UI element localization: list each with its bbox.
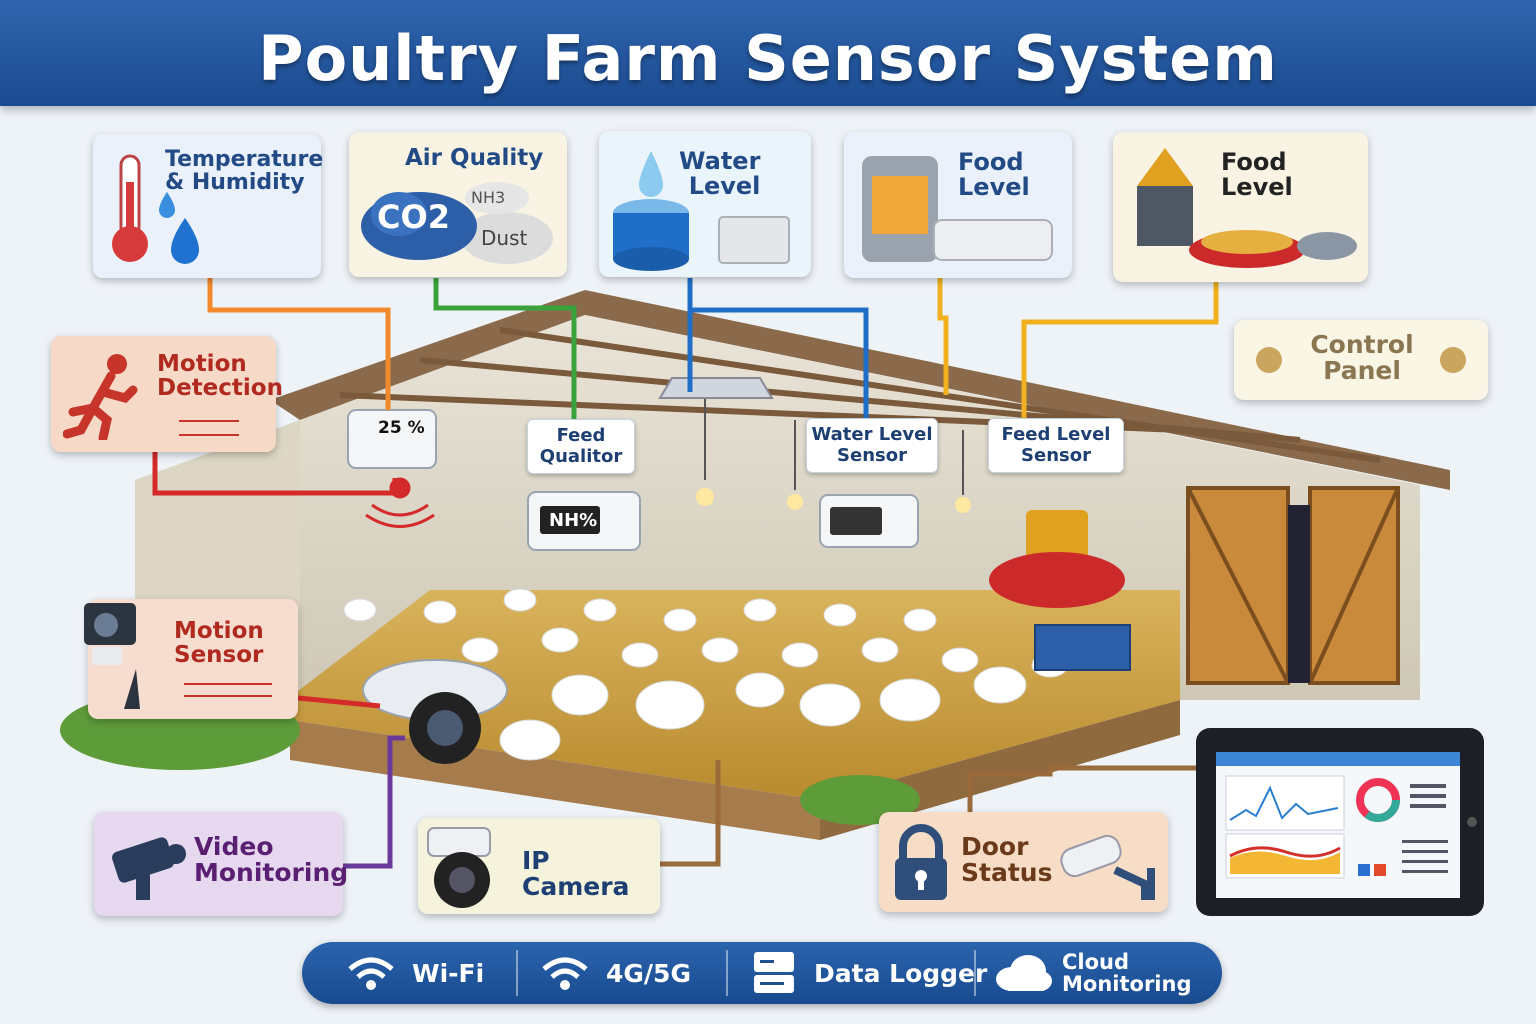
water-line-2 xyxy=(690,307,869,418)
connectivity-cellular[interactable]: 4G/5G xyxy=(540,942,691,1004)
co2-badge: CO2 xyxy=(377,198,450,236)
cloud-label: Cloud Monitoring xyxy=(1062,949,1192,996)
feeder-device xyxy=(989,510,1131,671)
ceiling-lamps xyxy=(658,377,971,513)
card-food2-label: Food Level xyxy=(1221,148,1293,202)
title-bar xyxy=(0,0,1536,106)
video-monitoring-label: Video Monitoring xyxy=(194,832,349,888)
tag-feed-quality: Feed Qualitor xyxy=(527,419,635,475)
card-video-monitoring: Video Monitoring xyxy=(94,812,348,916)
card-temperature-label: Temperature & Humidity xyxy=(165,147,324,196)
thermometer-icon xyxy=(112,154,199,264)
control-panel-label: Control Panel xyxy=(1310,330,1414,386)
control-panel-card[interactable]: Control Panel xyxy=(1234,320,1488,400)
security-camera-icon xyxy=(84,603,140,709)
temp-line xyxy=(207,278,391,410)
signal-lines-icon xyxy=(179,420,239,436)
card-temperature-humidity: Temperature & Humidity xyxy=(93,134,324,278)
cloud-co2-icon xyxy=(361,182,553,264)
card-ip-camera: IP Camera xyxy=(418,818,660,914)
logger-label: Data Logger xyxy=(814,958,988,988)
card-door-status: Door Status xyxy=(879,812,1168,912)
thermo-device xyxy=(347,409,437,469)
connectivity-cloud[interactable]: Cloud Monitoring xyxy=(992,942,1191,1004)
motion-sensor-label: Motion Sensor xyxy=(174,618,264,669)
barn-scene xyxy=(60,278,1450,869)
ip-camera-label: IP Camera xyxy=(522,846,630,902)
wifi-label: Wi-Fi xyxy=(412,958,485,988)
indicator-right-icon xyxy=(1440,347,1466,373)
food-line xyxy=(937,278,949,395)
lock-icon xyxy=(895,824,947,900)
running-person-icon xyxy=(63,354,138,440)
separator xyxy=(974,950,976,996)
tag-water-level-sensor: Water Level Sensor xyxy=(806,418,938,474)
motion-sensor-line xyxy=(297,695,381,709)
thermo-readout: 25 % xyxy=(378,418,425,438)
motion-detection-label: Motion Detection xyxy=(157,351,283,402)
tag-feed-level-sensor: Feed Level Sensor xyxy=(988,418,1124,474)
dome-camera xyxy=(362,659,508,764)
connection-lines xyxy=(152,278,1219,869)
cloud-icon xyxy=(996,955,1052,991)
ipcam-line xyxy=(660,760,721,867)
card-food1-label: Food Level xyxy=(958,148,1030,202)
signal-icon xyxy=(542,957,588,990)
card-motion-sensor: Motion Sensor xyxy=(84,599,298,719)
nh3-badge: NH3 xyxy=(471,188,506,207)
separator xyxy=(726,950,728,996)
motion-lines-icon xyxy=(184,683,272,697)
feeder-bowl-icon xyxy=(1137,148,1357,268)
dust-badge: Dust xyxy=(481,226,528,250)
card-food-level-1: Food Level xyxy=(844,132,1072,278)
server-icon xyxy=(754,952,794,993)
dome-camera-icon xyxy=(427,827,491,908)
wifi-icon xyxy=(348,957,394,990)
connectivity-logger[interactable]: Data Logger xyxy=(752,942,987,1004)
air-line xyxy=(433,278,577,420)
card-motion-detection: Motion Detection xyxy=(51,336,283,452)
connectivity-wifi[interactable]: Wi-Fi xyxy=(346,942,484,1004)
connectivity-bar: Wi-Fi 4G/5G Data Logger Cloud Monitoring xyxy=(302,942,1222,1004)
cctv-camera-icon xyxy=(1060,834,1155,900)
card-air-quality: Air Quality CO2 NH3 Dust xyxy=(349,132,567,277)
video-line xyxy=(343,735,405,869)
card-food-level-2: Food Level xyxy=(1113,132,1368,282)
card-water-level: Water Level xyxy=(599,131,811,277)
cellular-label: 4G/5G xyxy=(606,958,691,988)
door-line xyxy=(967,765,1198,812)
indicator-left-icon xyxy=(1256,347,1282,373)
card-water-label: Water Level xyxy=(679,147,761,201)
page-title: Poultry Farm Sensor System xyxy=(258,22,1278,95)
door-status-label: Door Status xyxy=(961,832,1053,888)
card-air-label: Air Quality xyxy=(405,145,544,171)
nh-readout: NH% xyxy=(549,510,598,531)
motion-line xyxy=(152,452,398,496)
water-tank-icon xyxy=(613,151,790,271)
feed-silo-icon xyxy=(862,156,1053,262)
camera-icon xyxy=(112,837,186,900)
separator xyxy=(516,950,518,996)
tablet-dashboard[interactable] xyxy=(1196,728,1484,916)
food-line-2 xyxy=(1021,282,1219,420)
